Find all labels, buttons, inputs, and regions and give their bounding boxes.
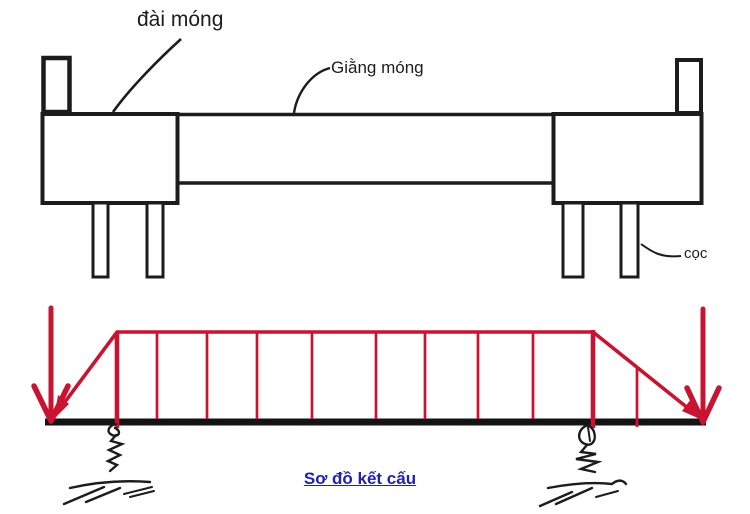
scheme-caption: Sơ đồ kết cấu [303, 469, 417, 488]
foundation-section [40, 38, 704, 279]
spring-loop-line [587, 426, 591, 442]
pile-cap-right [551, 112, 704, 205]
leader-pile-cap [111, 38, 182, 113]
spring-coil [105, 433, 126, 473]
ground-hatch [84, 486, 122, 504]
piles-left [91, 201, 165, 279]
pile [145, 201, 165, 279]
ground-hatch [554, 486, 594, 506]
pile [91, 201, 110, 279]
point-load-right [684, 306, 722, 425]
pile-label: cọc [684, 245, 708, 262]
arrow-barb [700, 385, 722, 425]
point-load-left [31, 305, 71, 424]
spring-support-right [538, 423, 628, 508]
pile-cap-left [40, 112, 180, 205]
ground-line [546, 479, 628, 490]
spring-loop [107, 422, 121, 437]
load-arrowhead-right [682, 399, 700, 419]
tie-beam [176, 112, 554, 185]
tie-beam-label: Giằng móng [331, 58, 424, 77]
ground-hatch [595, 490, 619, 498]
arrow-barb [684, 385, 706, 425]
structural-scheme [31, 305, 722, 508]
leader-pile [640, 243, 682, 258]
spring-loop [577, 423, 596, 446]
pile [619, 201, 640, 279]
ground-line [68, 480, 152, 490]
arrow-barb [31, 383, 54, 424]
spring-support-left [62, 422, 155, 506]
leader-tie-beam [292, 66, 331, 114]
load-ticks [155, 333, 639, 427]
ground-hatch [123, 486, 155, 498]
distributed-load [51, 330, 701, 428]
piles-right [561, 201, 640, 279]
pile-cap-label: đài móng [137, 8, 224, 31]
load-diagonal-right [591, 330, 701, 419]
ground-hatch [538, 490, 574, 508]
arrow-barb [48, 383, 71, 424]
ground-hatch [62, 485, 106, 506]
column-stub-right [675, 58, 703, 115]
load-outline [51, 330, 593, 420]
pile [561, 201, 585, 279]
column-stub-left [41, 55, 72, 115]
spring-coil [575, 443, 603, 474]
